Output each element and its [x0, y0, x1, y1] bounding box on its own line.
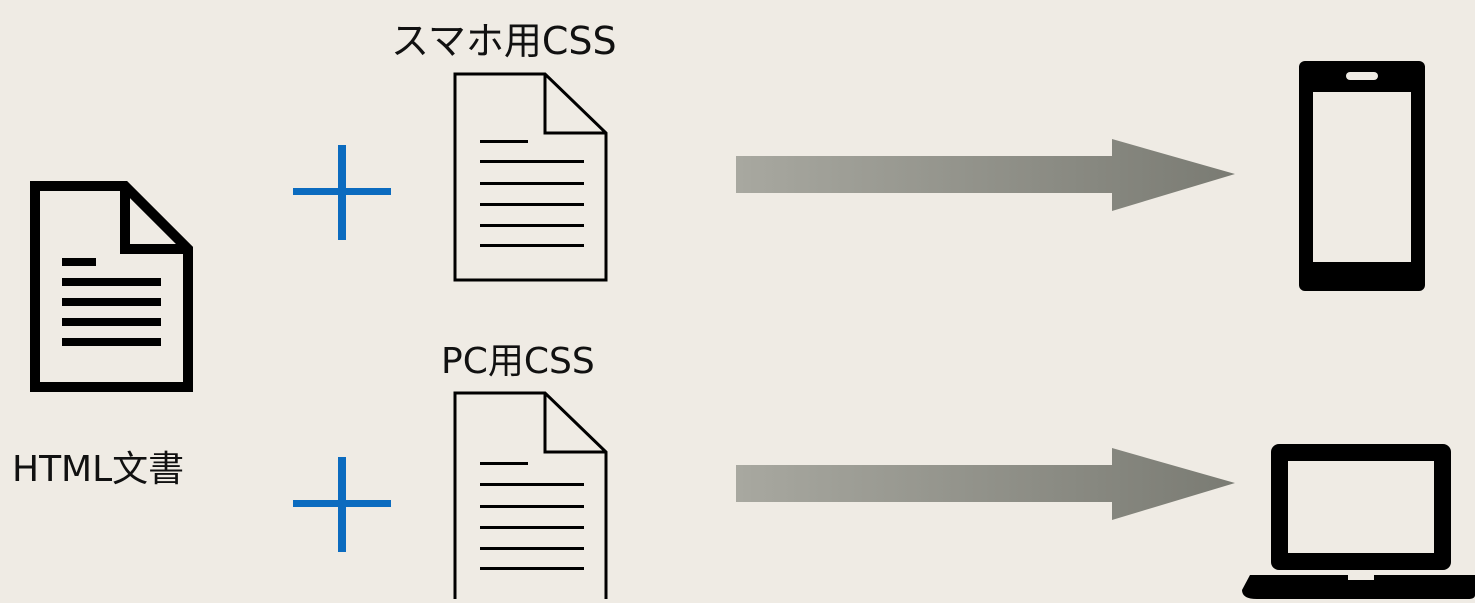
pc-css-document-icon [453, 391, 608, 603]
smartphone-css-document-icon [453, 72, 608, 282]
arrow-right-icon-top [736, 139, 1235, 211]
html-document-icon [30, 181, 193, 392]
arrow-right-icon-bottom [736, 448, 1235, 520]
plus-icon-top [293, 145, 391, 240]
laptop-icon [1242, 444, 1475, 599]
plus-icon-bottom [293, 457, 391, 552]
pc-css-label: PC用CSS [441, 341, 595, 382]
html-document-label: HTML文書 [12, 449, 185, 490]
smartphone-css-label: スマホ用CSS [391, 19, 617, 63]
smartphone-icon [1299, 61, 1425, 291]
